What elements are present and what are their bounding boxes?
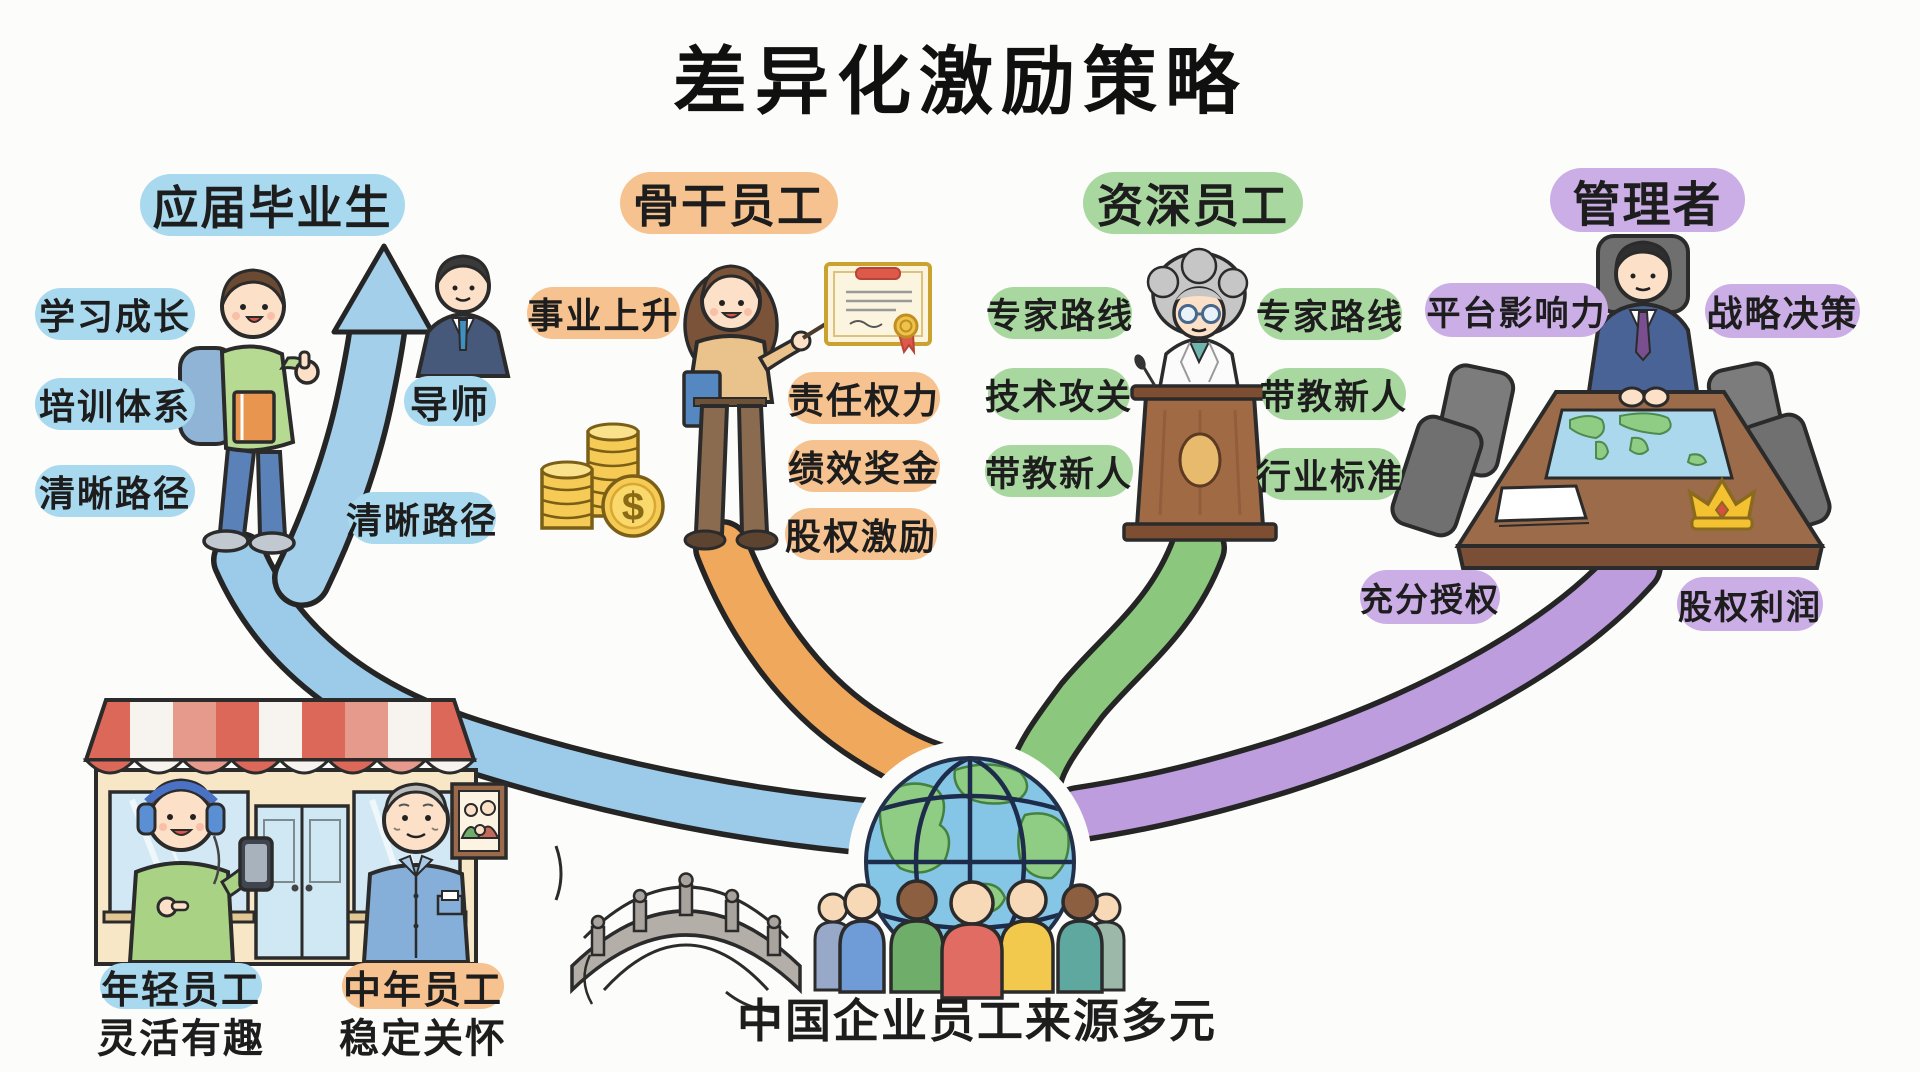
label-middleaged-employee-sub: 稳定关怀	[339, 1017, 507, 1061]
flow-band-backbone	[693, 519, 969, 801]
label-equity-profit: 股权利润	[1677, 577, 1823, 631]
flow-band-senior	[1006, 519, 1227, 807]
growth-arrow-icon	[272, 243, 435, 608]
diverse-people-icon	[813, 879, 1126, 1000]
crown-icon	[1687, 476, 1757, 531]
label-tech-breakthrough: 技术攻关	[985, 368, 1131, 420]
group-header-senior: 资深员工	[1083, 172, 1303, 234]
label-young-employee: 年轻员工	[100, 963, 262, 1012]
family-photo-icon	[450, 782, 508, 860]
dollar-sign: $	[622, 485, 644, 529]
accent-stroke	[725, 990, 779, 1014]
label-middleaged-employee: 中年员工	[342, 963, 504, 1012]
label-mentor: 导师	[404, 376, 496, 427]
bridge-illustration	[554, 845, 802, 1014]
senior-expert-illustration	[1122, 247, 1278, 542]
label-performance-bonus: 绩效奖金	[788, 440, 940, 492]
young-employee-illustration	[127, 778, 274, 964]
accent-stroke	[554, 845, 563, 901]
label-expert-track-right: 专家路线	[1256, 288, 1402, 340]
label-platform-influence: 平台影响力	[1425, 283, 1608, 337]
conference-table-illustration	[1390, 361, 1832, 570]
label-responsibility-power: 责任权力	[788, 372, 940, 424]
label-expert-track-left: 专家路线	[986, 287, 1132, 339]
accent-stroke	[583, 954, 594, 1005]
student-illustration	[178, 268, 320, 555]
label-clear-path-left: 清晰路径	[35, 465, 195, 517]
certificate-icon	[824, 262, 932, 356]
label-young-employee-sub: 灵活有趣	[97, 1017, 265, 1061]
label-industry-standard: 行业标准	[1256, 448, 1402, 500]
mentor-illustration	[415, 254, 511, 378]
flow-band-managers	[1049, 537, 1663, 843]
group-header-backbone: 骨干员工	[620, 172, 838, 234]
label-clear-path-right: 清晰路径	[346, 492, 496, 544]
label-training-system: 培训体系	[35, 378, 195, 430]
label-coach-newcomers-right: 带教新人	[1260, 368, 1406, 420]
caption-diverse-workforce: 中国企业员工来源多元	[737, 995, 1217, 1047]
label-strategic-decision: 战略决策	[1705, 284, 1860, 338]
flow-band-graduates	[211, 531, 909, 857]
group-header-managers: 管理者	[1550, 168, 1745, 232]
label-full-delegation: 充分授权	[1360, 570, 1500, 624]
label-learning-growth: 学习成长	[35, 288, 195, 340]
presenter-illustration	[682, 264, 860, 551]
group-header-graduates: 应届毕业生	[140, 174, 405, 236]
page-title: 差异化激励策略	[673, 40, 1247, 123]
manager-illustration	[1585, 234, 1701, 400]
label-equity-incentive: 股权激励	[785, 508, 937, 560]
label-coach-newcomers-left: 带教新人	[985, 445, 1133, 497]
coins-icon: $	[540, 422, 665, 538]
middleaged-employee-illustration	[361, 782, 471, 964]
label-career-rise: 事业上升	[527, 287, 680, 339]
